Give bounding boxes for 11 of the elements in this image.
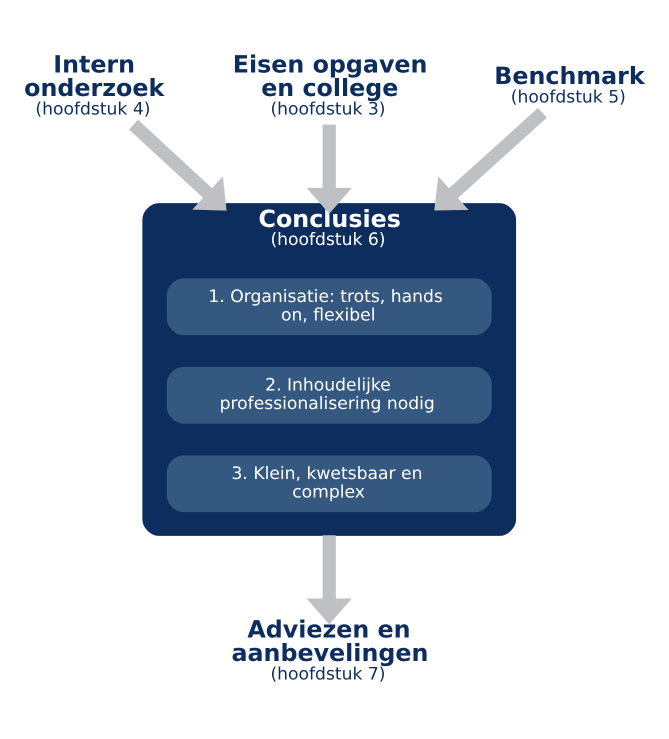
node-text: Eisen opgaven en college (hoofdstuk 3) (232, 50, 428, 120)
node-text: Adviezen en aanbevelingen (hoofdstuk 7) (232, 615, 428, 685)
node-box: 1. Organisatie: trots, hands on, flexibel (166, 278, 492, 336)
node-box: 2. Inhoudelijke professionalisering nodig (166, 366, 492, 424)
node-text: Benchmark (hoofdstuk 5) (494, 62, 645, 108)
arrow (306, 124, 352, 214)
arrow (129, 120, 227, 211)
arrow (306, 535, 352, 624)
arrow (434, 108, 547, 210)
node-text: Intern onderzoek (hoofdstuk 4) (24, 50, 164, 120)
node-box: 3. Klein, kwetsbaar en complex (166, 455, 492, 512)
